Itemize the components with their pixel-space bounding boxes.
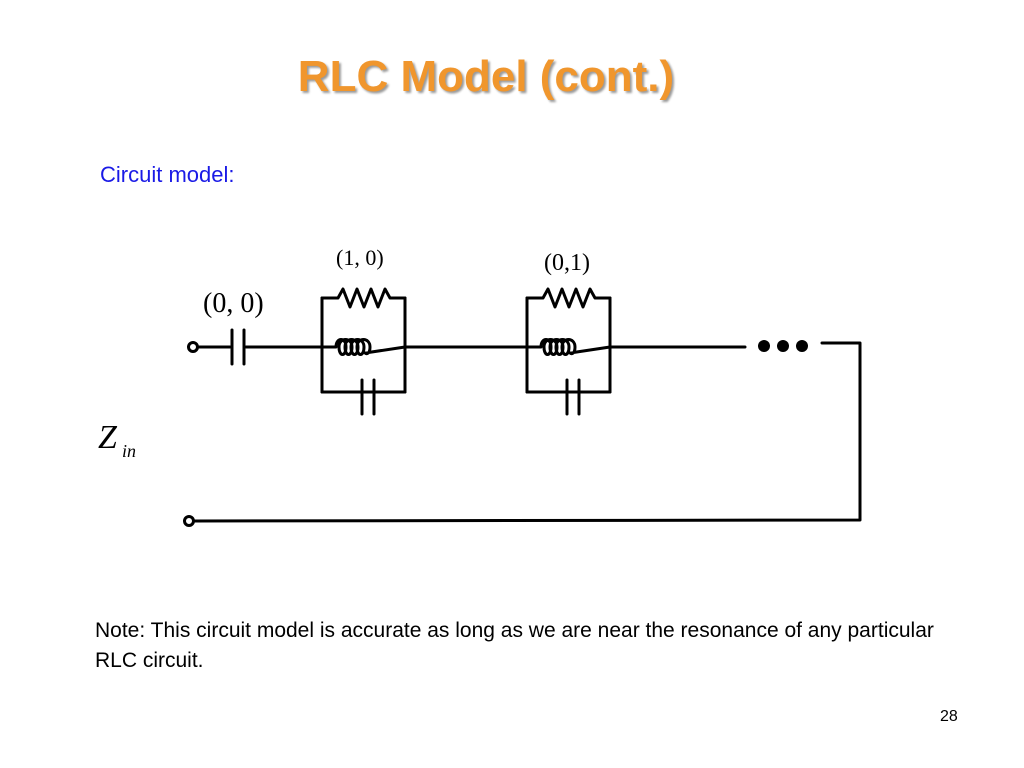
- page-number: 28: [940, 708, 958, 725]
- wire-return: [191, 341, 862, 523]
- resistor-1: [320, 287, 407, 309]
- input-terminal-bottom: [183, 515, 195, 527]
- block2-label: (0,1): [544, 250, 590, 276]
- inductor-2: [525, 338, 612, 356]
- circuit-model-heading: Circuit model:: [100, 162, 235, 187]
- block1-label: (1, 0): [336, 245, 384, 270]
- slide-title: RLC Model (cont.): [0, 52, 972, 102]
- zin-symbol: Z: [98, 419, 118, 456]
- rlc-block-2: [525, 287, 612, 416]
- ellipsis-dots: [758, 340, 808, 352]
- note-text: Note: This circuit model is accurate as …: [95, 619, 934, 672]
- zin-subscript: in: [122, 441, 136, 461]
- slide-title-text: RLC Model (cont.): [297, 52, 675, 101]
- series-capacitor: [230, 328, 246, 366]
- capacitor-label: (0, 0): [203, 288, 264, 319]
- inductor-1: [320, 338, 407, 356]
- input-terminal-top: [187, 341, 199, 353]
- resistor-2: [525, 287, 612, 309]
- rlc-block-1: [320, 287, 407, 416]
